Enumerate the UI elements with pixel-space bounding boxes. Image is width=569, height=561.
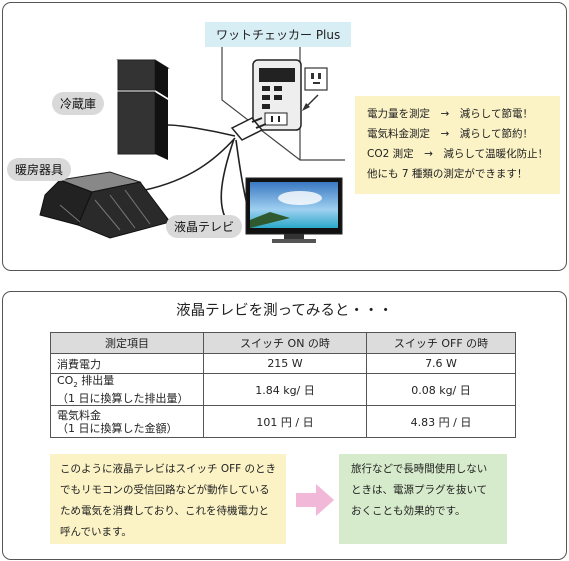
info-line: 電気料金測定 → 減らして節約！ [367, 128, 533, 140]
column-header: スイッチ OFF の時 [366, 332, 516, 354]
tip-line: 旅行などで長時間使用しない [351, 463, 488, 475]
table-header-row: 測定項目 スイッチ ON の時 スイッチ OFF の時 [50, 332, 516, 354]
row-label: 消費電力 [50, 353, 204, 374]
product-name-tag: ワットチェッカー Plus [205, 22, 352, 47]
info-line: CO2 測定 → 減らして温暖化防止！ [367, 148, 549, 160]
info-line: 電力量を測定 → 減らして節電！ [367, 108, 533, 120]
off-value: 4.83 円 / 日 [366, 405, 516, 439]
heater-label: 暖房器具 [7, 158, 72, 181]
row-item: 電気料金 [57, 408, 101, 422]
column-header: スイッチ ON の時 [203, 332, 367, 354]
row-note: （1 日に換算した排出量） [57, 392, 189, 406]
tip-box: 旅行などで長時間使用しない ときは、電源プラグを抜いて おくことも効果的です。 [339, 454, 507, 544]
column-header: 測定項目 [50, 332, 204, 354]
table-row: 電気料金 （1 日に換算した金額） 101 円 / 日 4.83 円 / 日 [50, 405, 516, 439]
measurement-table: 測定項目 スイッチ ON の時 スイッチ OFF の時 消費電力 215 W 7… [50, 332, 516, 439]
row-item: CO2 排出量 [57, 374, 115, 390]
row-item: 消費電力 [57, 357, 101, 371]
note-line: でもリモコンの受信回路などが動作している [60, 484, 270, 496]
measurement-info-box: 電力量を測定 → 減らして節電！ 電気料金測定 → 減らして節約！ CO2 測定… [355, 96, 560, 194]
row-note: （1 日に換算した金額） [57, 421, 178, 435]
tv-icon [245, 177, 343, 243]
tv-label: 液晶テレビ [166, 215, 243, 238]
info-line: 他にも 7 種類の測定ができます！ [367, 168, 528, 180]
on-value: 101 円 / 日 [203, 405, 367, 439]
note-line: このように液晶テレビはスイッチ OFF のとき [60, 463, 277, 475]
tip-line: おくことも効果的です。 [351, 505, 466, 517]
fridge-label: 冷蔵庫 [52, 92, 105, 115]
on-value: 215 W [203, 353, 367, 374]
watt-checker-device-icon [252, 59, 302, 131]
on-value: 1.84 kg/ 日 [203, 372, 367, 407]
heater-icon [39, 171, 171, 239]
note-line: 呼んでいます。 [60, 526, 132, 538]
off-value: 7.6 W [366, 353, 516, 374]
illustration [39, 45, 345, 243]
section-title: 液晶テレビを測ってみると・・・ [176, 303, 393, 319]
refrigerator-icon [116, 59, 170, 160]
table-row: 消費電力 215 W 7.6 W [50, 353, 516, 374]
plug-icon [230, 117, 267, 141]
tip-line: ときは、電源プラグを抜いて [351, 484, 488, 496]
off-value: 0.08 kg/ 日 [366, 372, 516, 407]
row-label: CO2 排出量 （1 日に換算した排出量） [50, 372, 204, 407]
standby-power-note: このように液晶テレビはスイッチ OFF のとき でもリモコンの受信回路などが動作… [50, 454, 286, 544]
row-label: 電気料金 （1 日に換算した金額） [50, 405, 204, 439]
right-arrow-icon [296, 484, 334, 516]
note-line: ため電気を消費しており、これを待機電力と [60, 505, 269, 517]
table-row: CO2 排出量 （1 日に換算した排出量） 1.84 kg/ 日 0.08 kg… [50, 372, 516, 407]
